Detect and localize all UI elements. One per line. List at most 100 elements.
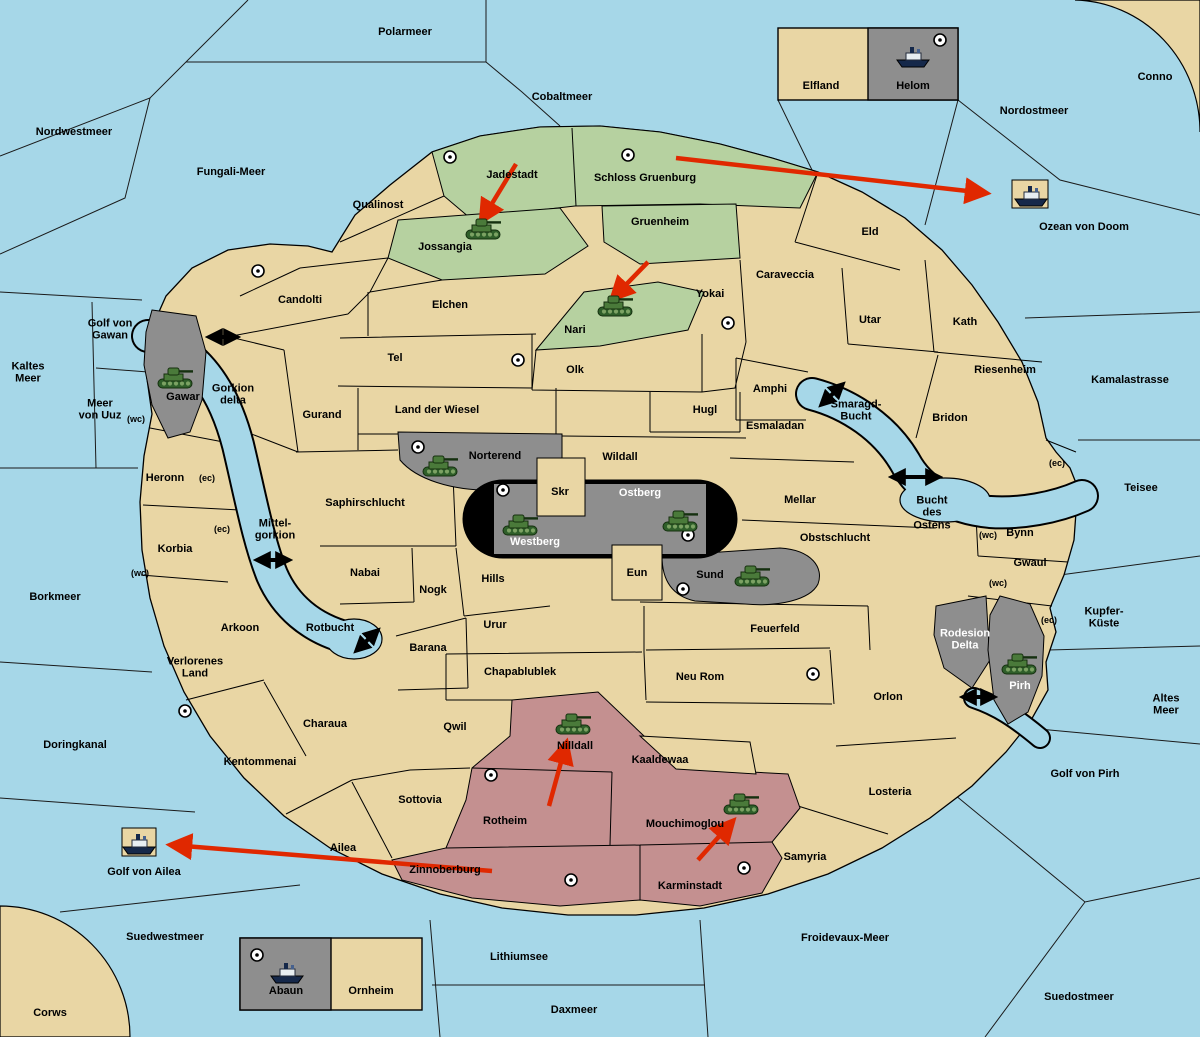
territory-label-verlorenes-land[interactable]: Verlorenes Land <box>166 655 224 680</box>
box-label-elfland[interactable]: Elfland <box>802 79 840 92</box>
territory-label-kentommenai[interactable]: Kentommenai <box>223 755 297 768</box>
territory-label-corws[interactable]: Corws <box>33 1006 67 1019</box>
territory-label-gurand[interactable]: Gurand <box>302 408 342 421</box>
territory-label-riesenheim[interactable]: Riesenheim <box>974 363 1036 376</box>
territory-label-conno[interactable]: Conno <box>1137 70 1173 83</box>
territory-label-orlon[interactable]: Orlon <box>873 690 903 703</box>
territory-label-gwaul[interactable]: Gwaul <box>1013 556 1047 569</box>
territory-label-charaua[interactable]: Charaua <box>302 717 348 730</box>
sea-label-mittelgorkion[interactable]: Mittel- gorkion <box>254 517 296 542</box>
territory-label-wildall[interactable]: Wildall <box>602 450 638 463</box>
territory-label-rotheim[interactable]: Rotheim <box>483 814 527 827</box>
territory-label-jadestadt[interactable]: Jadestadt <box>486 168 538 181</box>
territory-label-rodesion-delta[interactable]: Rodesion Delta <box>939 627 991 652</box>
territory-label-sottovia[interactable]: Sottovia <box>398 793 442 806</box>
sea-label-smaragd-bucht[interactable]: Smaragd- Bucht <box>830 398 882 423</box>
territory-label-chapablublek[interactable]: Chapablublek <box>483 665 557 678</box>
box-label-helom[interactable]: Helom <box>896 79 930 92</box>
territory-label-kaaldewaa[interactable]: Kaaldewaa <box>631 753 689 766</box>
territory-label-yokai[interactable]: Yokai <box>695 287 725 300</box>
territory-label-mouchimoglou[interactable]: Mouchimoglou <box>645 817 725 830</box>
territory-label-eld[interactable]: Eld <box>861 225 879 238</box>
territory-label-neu-rom[interactable]: Neu Rom <box>675 670 725 683</box>
sea-label-doringkanal[interactable]: Doringkanal <box>43 738 107 751</box>
territory-label-heronn[interactable]: Heronn <box>145 471 185 484</box>
territory-label-qualinost[interactable]: Qualinost <box>352 198 404 211</box>
territory-label-esmaladan[interactable]: Esmaladan <box>745 419 805 432</box>
sea-label-meer-von-uuz[interactable]: Meer von Uuz <box>78 397 122 422</box>
sea-label-golf-von-ailea[interactable]: Golf von Ailea <box>107 865 181 878</box>
sea-label-suedostmeer[interactable]: Suedostmeer <box>1044 990 1114 1003</box>
territory-label-obstschlucht[interactable]: Obstschlucht <box>799 531 871 544</box>
territory-label-karminstadt[interactable]: Karminstadt <box>657 879 723 892</box>
box-label-ornheim[interactable]: Ornheim <box>348 984 394 997</box>
territory-label-caraveccia[interactable]: Caraveccia <box>755 268 815 281</box>
territory-label-saphirschlucht[interactable]: Saphirschlucht <box>325 496 405 509</box>
sea-label-altes-meer[interactable]: Altes Meer <box>1152 692 1180 717</box>
territory-label-gawar[interactable]: Gawar <box>166 390 200 403</box>
territory-label-candolti[interactable]: Candolti <box>278 293 322 306</box>
territory-label-bynn[interactable]: Bynn <box>1006 526 1034 539</box>
sea-label-nordostmeer[interactable]: Nordostmeer <box>999 104 1069 117</box>
territory-label-hugl[interactable]: Hugl <box>692 403 718 416</box>
sea-label-kaltes-meer[interactable]: Kaltes Meer <box>11 360 45 385</box>
territory-label-losteria[interactable]: Losteria <box>868 785 912 798</box>
sea-label-nordwestmeer[interactable]: Nordwestmeer <box>35 125 113 138</box>
territory-label-qwil[interactable]: Qwil <box>443 720 467 733</box>
territory-label-norterend[interactable]: Norterend <box>468 449 522 462</box>
sea-label-kamalastrasse[interactable]: Kamalastrasse <box>1091 373 1169 386</box>
box-label-abaun[interactable]: Abaun <box>268 984 304 997</box>
territory-label-ailea[interactable]: Ailea <box>329 841 357 854</box>
sea-label-suedwestmeer[interactable]: Suedwestmeer <box>126 930 204 943</box>
territory-label-feuerfeld[interactable]: Feuerfeld <box>750 622 800 635</box>
territory-label-nabai[interactable]: Nabai <box>350 566 380 579</box>
territory-label-nogk[interactable]: Nogk <box>419 583 447 596</box>
territory-label-barana[interactable]: Barana <box>409 641 447 654</box>
sea-label-borkmeer[interactable]: Borkmeer <box>29 590 81 603</box>
territory-label-utar[interactable]: Utar <box>858 313 882 326</box>
territory-label-ostberg[interactable]: Ostberg <box>618 486 662 499</box>
territory-label-jossangia[interactable]: Jossangia <box>418 240 472 253</box>
sea-label-ozean-von-doom[interactable]: Ozean von Doom <box>1039 220 1129 233</box>
territory-label-hills[interactable]: Hills <box>481 572 505 585</box>
territory-label-zinnoberburg[interactable]: Zinnoberburg <box>409 863 481 876</box>
territory-label-tel[interactable]: Tel <box>387 351 403 364</box>
sea-label-teisee[interactable]: Teisee <box>1124 481 1158 494</box>
territory-label-westberg[interactable]: Westberg <box>510 535 560 548</box>
corws-landmass[interactable] <box>0 905 131 1037</box>
territory-label-olk[interactable]: Olk <box>566 363 584 376</box>
territory-label-skr[interactable]: Skr <box>551 485 569 498</box>
sea-label-cobaltmeer[interactable]: Cobaltmeer <box>531 90 593 103</box>
sea-label-kupfer-kueste[interactable]: Kupfer- Küste <box>1084 605 1124 630</box>
sea-label-froidevaux-meer[interactable]: Froidevaux-Meer <box>800 931 890 944</box>
territory-label-pirh[interactable]: Pirh <box>1009 679 1031 692</box>
sea-label-lithiumsee[interactable]: Lithiumsee <box>489 950 549 963</box>
territory-label-bridon[interactable]: Bridon <box>932 411 968 424</box>
territory-label-gorkion-delta[interactable]: Gorkion delta <box>211 382 255 407</box>
territory-label-arkoon[interactable]: Arkoon <box>220 621 260 634</box>
eun-square <box>611 544 663 601</box>
sea-label-golf-von-pirh[interactable]: Golf von Pirh <box>1050 767 1120 780</box>
conno-landmass[interactable] <box>1074 0 1200 133</box>
sea-label-daxmeer[interactable]: Daxmeer <box>550 1003 598 1016</box>
sea-label-golf-von-gawan[interactable]: Golf von Gawan <box>87 317 133 342</box>
territory-label-nari[interactable]: Nari <box>564 323 586 336</box>
territory-label-schloss-gruenburg[interactable]: Schloss Gruenburg <box>593 171 697 184</box>
territory-label-amphi[interactable]: Amphi <box>752 382 788 395</box>
territory-label-samyria[interactable]: Samyria <box>783 850 827 863</box>
territory-label-gruenheim[interactable]: Gruenheim <box>630 215 690 228</box>
territory-label-nilldall[interactable]: Nilldall <box>556 739 594 752</box>
kaaldewaa-land[interactable] <box>638 735 757 775</box>
territory-label-elchen[interactable]: Elchen <box>431 298 469 311</box>
sea-label-fungali-meer[interactable]: Fungali-Meer <box>196 165 266 178</box>
territory-label-mellar[interactable]: Mellar <box>784 493 816 506</box>
territory-label-land-der-wiesel[interactable]: Land der Wiesel <box>394 403 480 416</box>
territory-label-kath[interactable]: Kath <box>952 315 978 328</box>
territory-label-urur[interactable]: Urur <box>483 618 507 631</box>
sea-label-bucht-des-ostens[interactable]: Bucht des Ostens <box>913 494 951 532</box>
territory-label-eun[interactable]: Eun <box>626 566 648 579</box>
territory-label-sund[interactable]: Sund <box>696 568 724 581</box>
sea-label-polarmeer[interactable]: Polarmeer <box>378 25 432 38</box>
territory-label-korbia[interactable]: Korbia <box>157 542 193 555</box>
sea-label-rotbucht[interactable]: Rotbucht <box>305 621 355 634</box>
